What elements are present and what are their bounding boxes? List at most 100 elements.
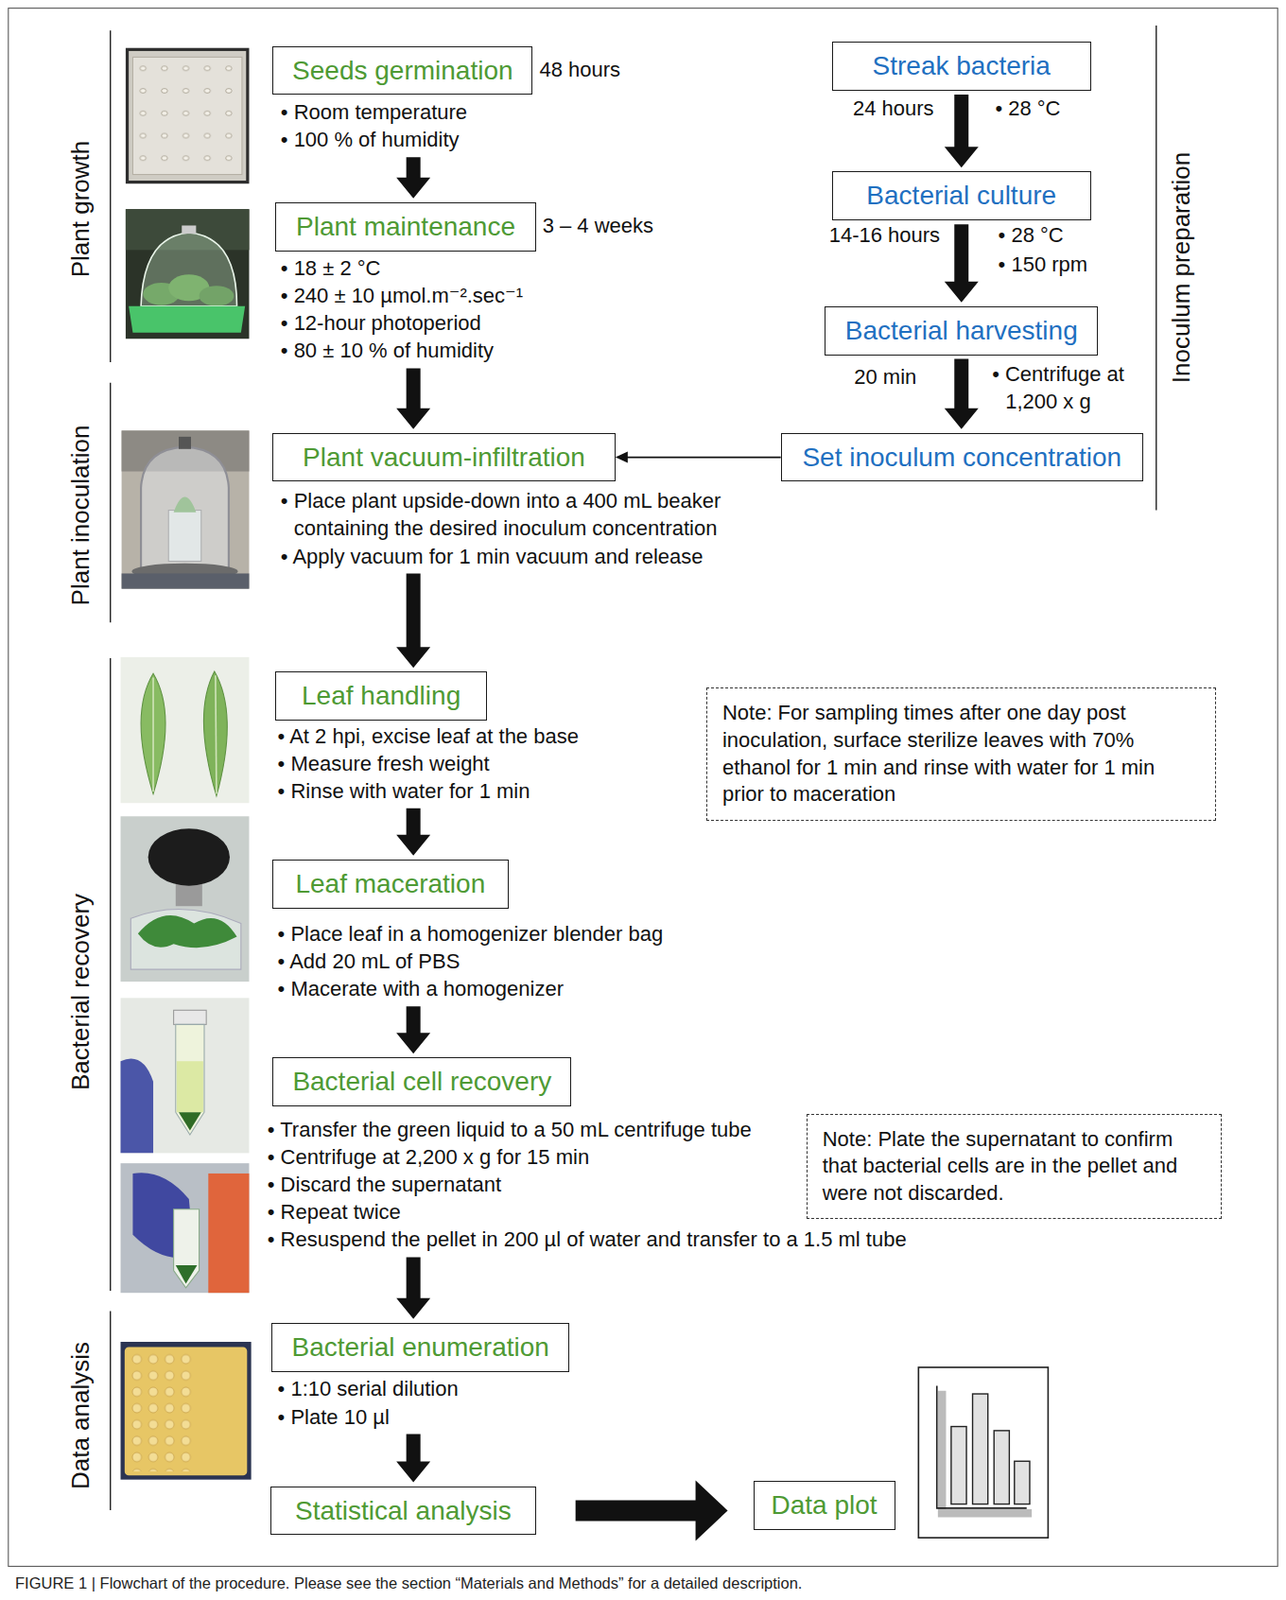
step-row: Data plot: [753, 1480, 896, 1530]
bar-chart-icon: [973, 1393, 989, 1505]
condition-label: 14-16 hours: [829, 222, 940, 250]
note-box: Note: Plate the supernatant to confirm t…: [806, 1113, 1222, 1220]
note-text: Note: Plate the supernatant to confirm t…: [822, 1126, 1206, 1208]
step-title-box: Seeds germination: [272, 46, 533, 96]
bullet-list: • At 2 hpi, excise leaf at the base• Mea…: [278, 722, 579, 805]
vacuum-chamber-photo: [121, 573, 250, 589]
duration-text: 48 hours: [538, 57, 621, 83]
section-label: Inoculum preparation: [1166, 152, 1197, 383]
process-box: Bacterial harvesting: [824, 306, 1098, 356]
seed-tray-photo: [125, 48, 250, 185]
leaf-photo: [121, 657, 250, 803]
pellet-tube-photo: [175, 1265, 198, 1284]
centrifuge-tube-photo: [178, 1112, 202, 1130]
step-row: Set inoculum concentration: [781, 433, 1144, 483]
step-title: Bacterial enumeration: [292, 1331, 550, 1364]
bullet-text: • 18 ± 2 °C: [280, 254, 654, 282]
plate-photo: [121, 1341, 252, 1480]
pellet-tube-photo: [208, 1173, 249, 1293]
section-bracket: [1155, 25, 1157, 511]
flow-arrow: [396, 1434, 431, 1483]
figure-frame: [8, 8, 1278, 1567]
step-title-box: Bacterial enumeration: [271, 1322, 570, 1373]
flow-arrow: [396, 1256, 431, 1319]
bullet-text: • Add 20 mL of PBS: [278, 947, 664, 975]
growth-chamber-photo: [125, 208, 250, 339]
step-title: Bacterial harvesting: [845, 314, 1078, 348]
bullet-text: • Apply vacuum for 1 min vacuum and rele…: [280, 542, 769, 571]
step-title-box: Bacterial cell recovery: [272, 1057, 572, 1107]
flow-arrow: [944, 224, 979, 303]
bullet-text: • Room temperature: [280, 98, 621, 126]
process-box: Leaf maceration • Place leaf in a homogen…: [272, 859, 663, 1003]
step-row: Bacterial culture: [832, 171, 1092, 221]
homogenizer-photo: [130, 909, 242, 971]
bullet-text: • Rinse with water for 1 min: [278, 777, 579, 805]
bullet-list: • Place leaf in a homogenizer blender ba…: [278, 920, 664, 1003]
note-box: Note: For sampling times after one day p…: [706, 687, 1217, 820]
flow-arrow: [944, 94, 979, 168]
vacuum-chamber-photo: [140, 447, 229, 573]
seed-tray-photo: [132, 56, 242, 174]
process-box: Bacterial culture: [832, 171, 1092, 221]
plate-photo: [124, 1346, 247, 1476]
step-title-box: Plant vacuum-infiltration: [272, 433, 616, 483]
process-box: Leaf handling• At 2 hpi, excise leaf at …: [275, 671, 579, 805]
step-row: Bacterial cell recovery: [272, 1057, 907, 1107]
process-box: Plant vacuum-infiltration• Place plant u…: [272, 433, 769, 571]
seed-tray-photo: [128, 51, 246, 181]
bullet-text: • Place plant upside-down into a 400 mL …: [280, 486, 769, 542]
process-box: Seeds germination 48 hours • Room temperat…: [272, 46, 621, 155]
section-label: Plant growth: [67, 140, 97, 279]
centrifuge-tube-photo: [121, 997, 250, 1153]
step-title: Set inoculum concentration: [801, 441, 1122, 474]
plate-photo: [121, 1341, 252, 1480]
bar-chart-icon: [993, 1430, 1009, 1505]
bullet-text: • 80 ± 10 % of humidity: [280, 336, 654, 365]
step-title-box: Streak bacteria: [832, 41, 1092, 91]
centrifuge-tube-photo: [176, 1060, 204, 1113]
flow-arrow: [944, 359, 979, 430]
condition-label: • Centrifuge at 1,200 x g: [991, 362, 1162, 417]
bullet-text: • At 2 hpi, excise leaf at the base: [278, 722, 579, 750]
section-bracket: [109, 1311, 111, 1511]
bullet-list: • 1:10 serial dilution• Plate 10 µl: [278, 1374, 571, 1430]
homogenizer-photo: [148, 828, 230, 886]
flow-arrow: [396, 367, 431, 429]
growth-chamber-photo: [128, 306, 245, 333]
process-box: Statistical analysis: [270, 1486, 537, 1536]
step-title: Bacterial cell recovery: [292, 1065, 552, 1098]
leaf-photo: [140, 673, 166, 794]
bullet-text: • 12-hour photoperiod: [280, 309, 654, 337]
bullet-list: • Room temperature• 100 % of humidity: [280, 98, 621, 154]
step-title: Statistical analysis: [295, 1494, 512, 1528]
figure-caption: FIGURE 1 | Flowchart of the procedure. P…: [15, 1574, 802, 1594]
section-label: Plant inoculation: [67, 425, 97, 607]
growth-chamber-photo: [181, 225, 196, 234]
leaf-photo: [152, 677, 155, 793]
step-title: Seeds germination: [292, 54, 513, 87]
leaf-photo: [203, 671, 227, 797]
centrifuge-tube-photo: [121, 1059, 155, 1154]
bullet-list: • Place plant upside-down into a 400 mL …: [280, 486, 769, 570]
vacuum-chamber-photo: [178, 436, 192, 450]
pellet-tube-photo: [121, 1163, 250, 1293]
step-title: Leaf maceration: [295, 868, 486, 901]
bullet-text: • 240 ± 10 µmol.m⁻².sec⁻¹: [280, 281, 654, 310]
bullet-text: • 100 % of humidity: [280, 125, 621, 154]
condition-label: • 28 °C: [998, 222, 1064, 250]
process-box: Data plot: [753, 1480, 896, 1530]
condition-label: 24 hours: [852, 95, 935, 123]
step-title: Plant maintenance: [295, 210, 516, 244]
bullet-text: • Measure fresh weight: [278, 749, 579, 778]
seed-tray-photo: [125, 48, 250, 185]
bullet-list: • 18 ± 2 °C• 240 ± 10 µmol.m⁻².sec⁻¹• 12…: [280, 254, 654, 365]
seed-tray-photo: [132, 56, 242, 174]
vacuum-chamber-photo: [121, 430, 250, 589]
step-row: Leaf maceration: [272, 859, 663, 909]
bullet-text: • Plate 10 µl: [278, 1403, 571, 1431]
growth-chamber-photo: [140, 232, 237, 307]
step-row: Bacterial harvesting: [824, 306, 1098, 356]
homogenizer-photo: [138, 915, 238, 948]
